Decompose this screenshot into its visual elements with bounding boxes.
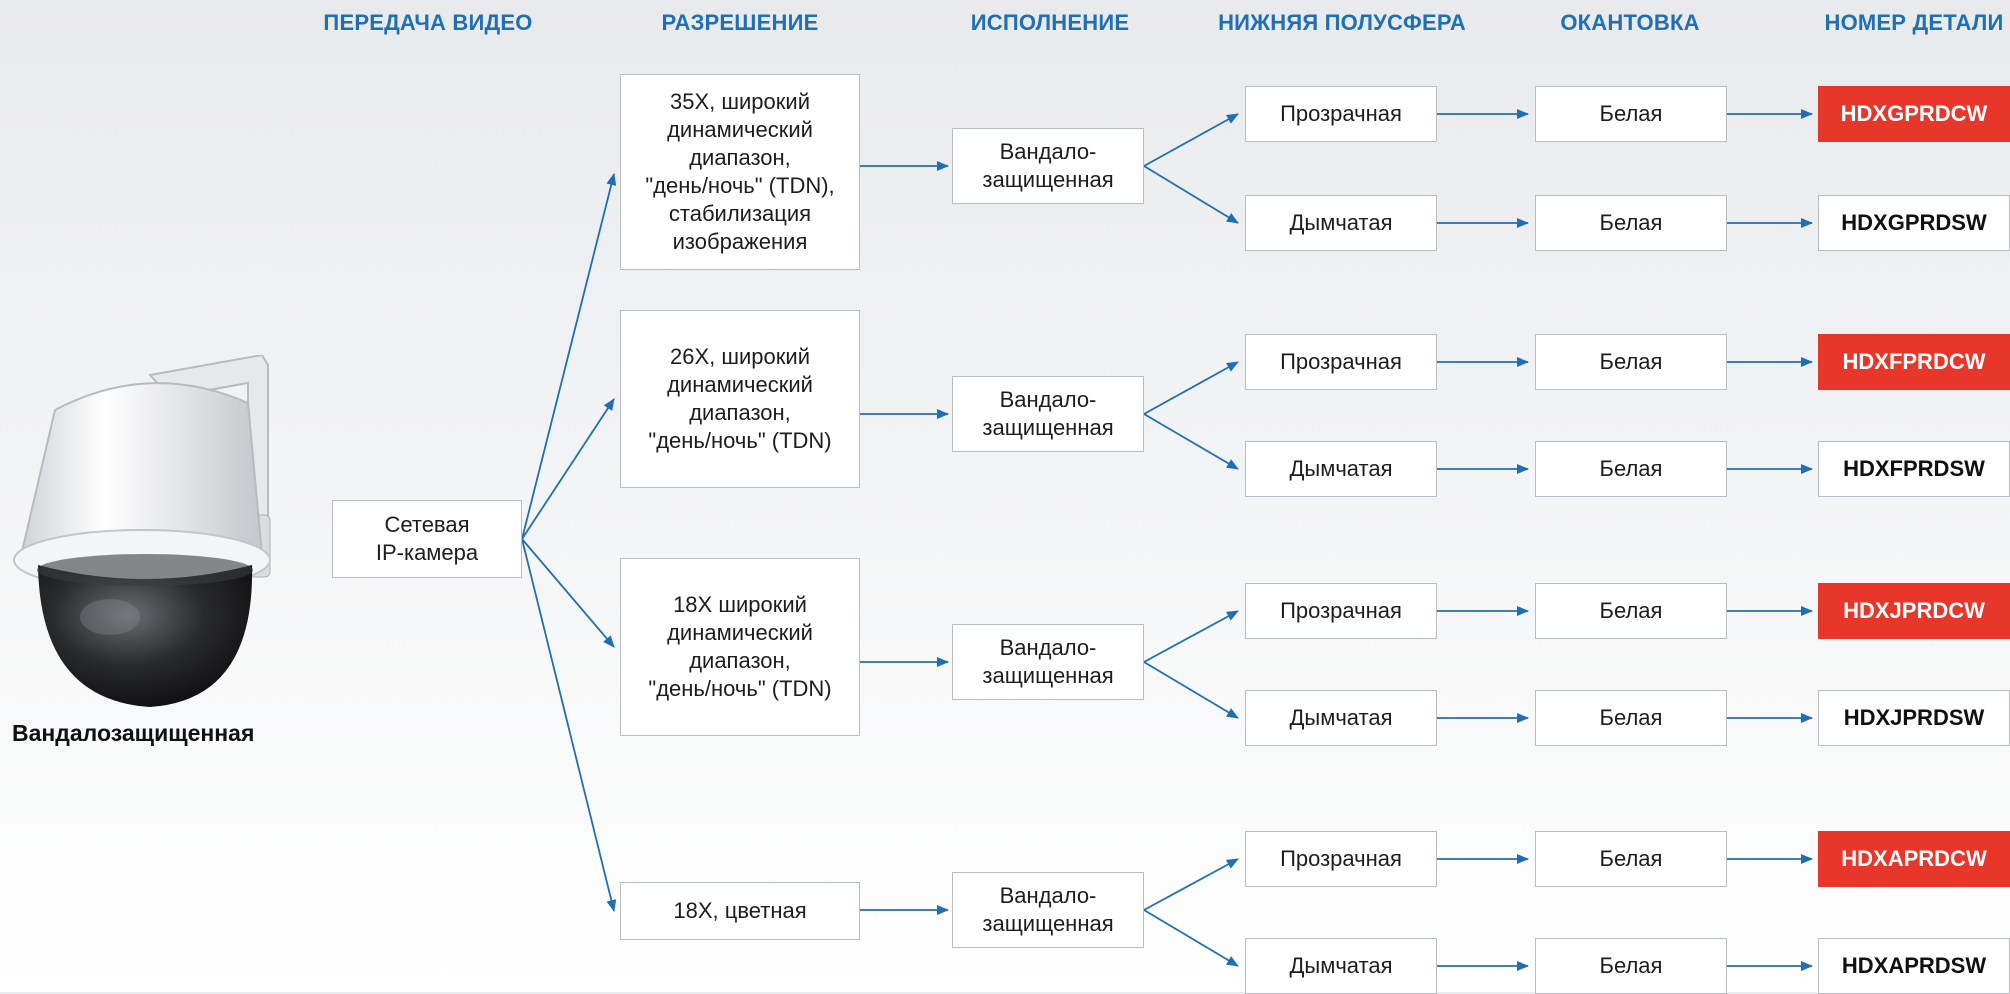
trim-box: Белая xyxy=(1535,86,1727,142)
dome-box: Прозрачная xyxy=(1245,86,1437,142)
source-ip-camera: Сетевая IP-камера xyxy=(332,500,522,578)
camera-caption: Вандалозащищенная xyxy=(12,720,255,746)
dome-box: Прозрачная xyxy=(1245,831,1437,887)
trim-box: Белая xyxy=(1535,690,1727,746)
connector-arrow xyxy=(521,398,615,540)
connector-arrow xyxy=(521,538,615,648)
connector-arrow xyxy=(1143,361,1239,415)
part-number-highlight: HDXFPRDCW xyxy=(1818,334,2010,390)
part-number-highlight: HDXJPRDCW xyxy=(1818,583,2010,639)
trim-box: Белая xyxy=(1535,831,1727,887)
execution-box: Вандало- защищенная xyxy=(952,376,1144,452)
part-number: HDXAPRDSW xyxy=(1818,938,2010,994)
connector-arrow xyxy=(1143,858,1239,911)
connector-arrow xyxy=(521,538,617,912)
camera-image xyxy=(13,355,271,707)
trim-box: Белая xyxy=(1535,441,1727,497)
trim-box: Белая xyxy=(1535,583,1727,639)
connector-arrow xyxy=(1143,413,1239,470)
part-number: HDXFPRDSW xyxy=(1818,441,2010,497)
dome-box: Прозрачная xyxy=(1245,583,1437,639)
connector-arrow xyxy=(1143,610,1239,663)
part-number: HDXGPRDSW xyxy=(1818,195,2010,251)
connector-arrow xyxy=(1143,909,1239,967)
trim-box: Белая xyxy=(1535,938,1727,994)
dome-box: Дымчатая xyxy=(1245,690,1437,746)
part-number-highlight: HDXAPRDCW xyxy=(1818,831,2010,887)
execution-box: Вандало- защищенная xyxy=(952,624,1144,700)
connector-arrow xyxy=(521,173,617,540)
resolution-box: 35X, широкий динамический диапазон, "ден… xyxy=(620,74,860,270)
dome-box: Дымчатая xyxy=(1245,441,1437,497)
header-trim: ОКАНТОВКА xyxy=(1560,10,1700,35)
resolution-box: 18X широкий динамический диапазон, "день… xyxy=(620,558,860,736)
resolution-box: 26X, широкий динамический диапазон, "ден… xyxy=(620,310,860,488)
part-number: HDXJPRDSW xyxy=(1818,690,2010,746)
connector-arrow xyxy=(1143,661,1239,719)
connector-arrow xyxy=(1143,113,1239,167)
part-number-highlight: HDXGPRDCW xyxy=(1818,86,2010,142)
header-video-transmission: ПЕРЕДАЧА ВИДЕО xyxy=(323,10,533,35)
header-resolution: РАЗРЕШЕНИЕ xyxy=(661,10,819,35)
trim-box: Белая xyxy=(1535,334,1727,390)
execution-box: Вандало- защищенная xyxy=(952,872,1144,948)
connector-arrow xyxy=(1143,165,1239,224)
dome-box: Прозрачная xyxy=(1245,334,1437,390)
resolution-box: 18X, цветная xyxy=(620,882,860,940)
header-part-number: НОМЕР ДЕТАЛИ xyxy=(1824,10,2004,35)
trim-box: Белая xyxy=(1535,195,1727,251)
header-execution: ИСПОЛНЕНИЕ xyxy=(970,10,1130,35)
execution-box: Вандало- защищенная xyxy=(952,128,1144,204)
header-lower-dome: НИЖНЯЯ ПОЛУСФЕРА xyxy=(1218,10,1466,35)
dome-box: Дымчатая xyxy=(1245,938,1437,994)
dome-box: Дымчатая xyxy=(1245,195,1437,251)
